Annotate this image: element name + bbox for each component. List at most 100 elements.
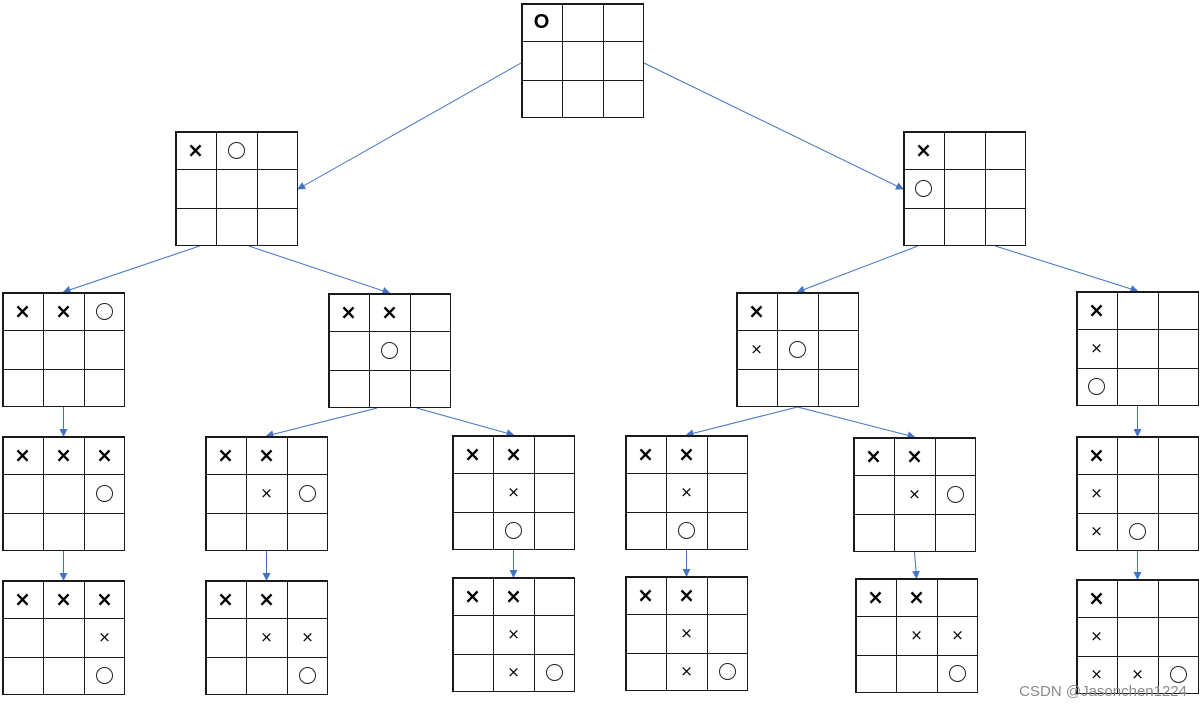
grid-line — [625, 614, 748, 616]
board-cell — [894, 514, 935, 552]
grid-line — [903, 169, 1026, 171]
grid-line — [1024, 131, 1026, 246]
board-cell: × — [328, 293, 369, 331]
board-cell — [410, 370, 451, 408]
grid-line — [1076, 291, 1199, 293]
x-mark: × — [507, 663, 520, 682]
board-cell: × — [1076, 579, 1117, 617]
grid-line — [1076, 579, 1078, 694]
grid-line — [84, 292, 86, 407]
x-mark: × — [217, 587, 234, 612]
o-mark — [299, 667, 316, 685]
grid-line — [175, 244, 298, 246]
board-cell — [625, 653, 666, 691]
grid-line — [521, 41, 644, 43]
grid-line — [853, 513, 976, 515]
grid-line — [328, 293, 330, 408]
board-cell: × — [903, 131, 944, 169]
grid-line — [2, 436, 4, 551]
x-mark: × — [867, 585, 884, 610]
edge-arrow — [797, 406, 916, 440]
board-cell: × — [666, 653, 707, 691]
grid-line — [123, 580, 125, 695]
board-cell — [534, 435, 575, 473]
grid-line — [1158, 579, 1160, 694]
grid-line — [452, 690, 575, 692]
grid-line — [1117, 436, 1119, 551]
board-cell — [985, 208, 1026, 246]
grid-line — [205, 618, 328, 620]
board-cell: × — [84, 580, 125, 618]
grid-line — [296, 131, 298, 246]
grid-line — [205, 656, 328, 658]
board-cell — [2, 369, 43, 407]
board-cell — [2, 330, 43, 368]
grid-line — [944, 131, 946, 246]
board-cell — [944, 169, 985, 207]
grid-line — [1076, 617, 1199, 619]
board-cell — [328, 331, 369, 369]
grid-line — [2, 368, 125, 370]
grid-line — [625, 435, 748, 437]
board-cell — [1158, 368, 1199, 406]
o-mark: O — [533, 11, 550, 34]
board-cell — [246, 657, 287, 695]
board-cell: × — [937, 616, 978, 654]
grid-line — [625, 576, 748, 578]
board-cell — [1117, 368, 1158, 406]
board-cell — [257, 169, 298, 207]
board-cell: × — [493, 435, 534, 473]
grid-line — [736, 292, 738, 407]
board-cell: × — [894, 437, 935, 475]
grid-line — [2, 580, 4, 695]
edge-arrow — [62, 245, 200, 294]
board-cell — [903, 208, 944, 246]
board-cell — [603, 80, 644, 118]
grid-line — [2, 330, 125, 332]
board-cell: × — [736, 330, 777, 368]
board-R1a1a: ×××× — [625, 576, 748, 691]
grid-line — [2, 436, 125, 438]
x-mark: × — [1088, 443, 1105, 468]
grid-line — [205, 549, 328, 551]
grid-line — [625, 652, 748, 654]
grid-line — [1197, 291, 1199, 406]
board-cell — [205, 618, 246, 656]
board-cell — [246, 513, 287, 551]
edge-arrow — [643, 62, 904, 190]
grid-line — [452, 577, 575, 579]
board-cell — [944, 208, 985, 246]
board-cell — [818, 292, 859, 330]
board-cell — [534, 577, 575, 615]
grid-line — [1076, 655, 1199, 657]
board-L1b1a: ×××× — [205, 580, 328, 695]
board-cell — [625, 473, 666, 511]
grid-line — [257, 131, 259, 246]
board-cell — [1158, 579, 1199, 617]
x-mark: × — [951, 625, 964, 644]
board-cell: × — [1076, 436, 1117, 474]
o-mark — [719, 663, 736, 681]
board-cell: × — [369, 293, 410, 331]
grid-line — [246, 580, 248, 695]
board-cell: × — [1076, 474, 1117, 512]
x-mark: × — [678, 442, 695, 467]
board-cell — [205, 513, 246, 551]
grid-line — [43, 292, 45, 407]
x-mark: × — [464, 584, 481, 609]
board-cell — [410, 331, 451, 369]
x-mark: × — [906, 444, 923, 469]
grid-line — [1076, 692, 1199, 694]
board-cell: × — [666, 473, 707, 511]
board-cell — [937, 655, 978, 693]
grid-line — [2, 693, 125, 695]
grid-line — [452, 615, 575, 617]
x-mark: × — [637, 442, 654, 467]
board-cell — [84, 292, 125, 330]
grid-line — [2, 474, 125, 476]
board-cell — [452, 473, 493, 511]
x-mark: × — [505, 584, 522, 609]
board-cell — [452, 512, 493, 550]
grid-line — [853, 550, 976, 552]
board-cell — [603, 41, 644, 79]
